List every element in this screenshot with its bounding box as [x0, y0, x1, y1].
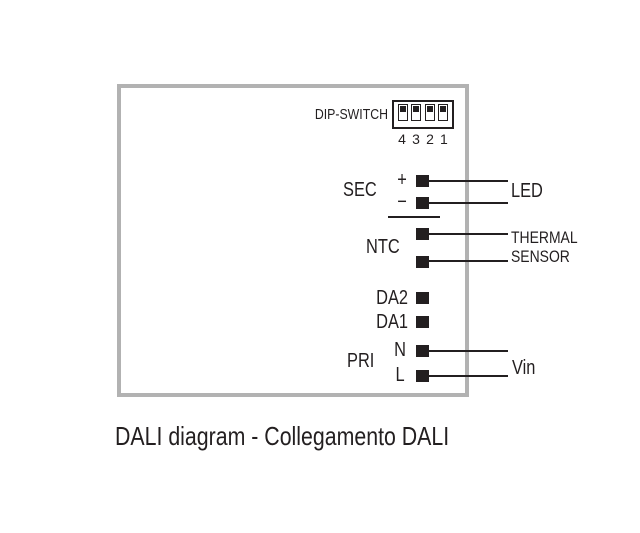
- wire-sec-minus: [429, 202, 508, 204]
- diagram-caption: DALI diagram - Collegamento DALI: [115, 421, 450, 451]
- pri-n-label: N: [394, 339, 406, 361]
- terminal-square-sec-minus: [416, 197, 429, 209]
- terminal-square-da2: [416, 292, 429, 304]
- vin-label: Vin: [512, 357, 536, 379]
- dip-lever-icon: [413, 106, 420, 112]
- dip-switch-1: [438, 104, 449, 121]
- sec-ntc-divider: [388, 216, 440, 218]
- dip-number-2: 2: [426, 131, 434, 147]
- wire-sec-plus: [429, 180, 508, 182]
- terminal-square-pri-l: [416, 370, 429, 382]
- terminal-square-ntc-1: [416, 228, 429, 240]
- sec-plus-sign: +: [397, 169, 407, 191]
- wire-pri-l: [429, 375, 508, 377]
- led-label: LED: [511, 180, 543, 202]
- terminal-square-sec-plus: [416, 175, 429, 187]
- dip-number-4: 4: [398, 131, 406, 147]
- dip-switch-2: [424, 104, 435, 121]
- dip-number-1: 1: [440, 131, 448, 147]
- dip-switch-label: DIP-SWITCH: [314, 106, 388, 123]
- sec-label: SEC: [343, 179, 377, 201]
- da2-label: DA2: [376, 287, 408, 309]
- dip-switch-numbers: 4 3 2 1: [392, 132, 454, 147]
- terminal-square-da1: [416, 316, 429, 328]
- dip-switch-block: [392, 100, 454, 129]
- dip-number-3: 3: [412, 131, 420, 147]
- dip-switch-4: [397, 104, 408, 121]
- wire-ntc-2: [429, 260, 508, 262]
- thermal-sensor-label-line2: SENSOR: [511, 247, 570, 266]
- thermal-sensor-label-line1: THERMAL: [511, 228, 578, 247]
- wire-ntc-1: [429, 233, 508, 235]
- terminal-square-pri-n: [416, 345, 429, 357]
- sec-minus-sign: −: [397, 191, 407, 213]
- terminal-square-ntc-2: [416, 256, 429, 268]
- pri-label: PRI: [347, 350, 375, 372]
- device-box: [117, 84, 469, 397]
- da1-label: DA1: [376, 311, 408, 333]
- dip-lever-icon: [440, 106, 447, 112]
- dip-switch-3: [411, 104, 422, 121]
- pri-l-label: L: [395, 364, 405, 386]
- dip-lever-icon: [399, 106, 406, 112]
- ntc-label: NTC: [366, 236, 400, 258]
- dip-lever-icon: [426, 106, 433, 112]
- wire-pri-n: [429, 350, 508, 352]
